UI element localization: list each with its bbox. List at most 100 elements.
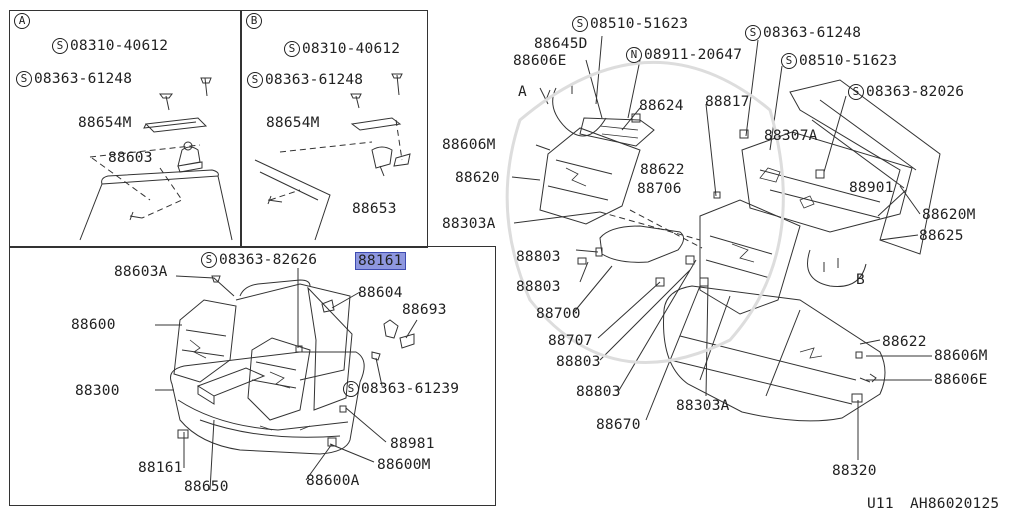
part-label-r-p4: 88624 bbox=[639, 98, 684, 114]
part-label-c-p2: 88603A bbox=[114, 264, 168, 280]
part-number: 88603 bbox=[108, 150, 153, 166]
part-number: 88650 bbox=[184, 479, 229, 495]
part-number: 08510-51623 bbox=[590, 16, 689, 32]
part-number: 88803 bbox=[556, 354, 601, 370]
part-label-r-p10: 88706 bbox=[637, 181, 682, 197]
part-number: 88161 bbox=[138, 460, 183, 476]
part-number: 88603A bbox=[114, 264, 168, 280]
part-label-r-p14: 88803 bbox=[516, 249, 561, 265]
part-number: 88817 bbox=[705, 94, 750, 110]
part-number: 88320 bbox=[832, 463, 877, 479]
part-number: 08310-40612 bbox=[70, 38, 169, 54]
part-label-c-p4: 88693 bbox=[402, 302, 447, 318]
part-label-r-p16: 88700 bbox=[536, 306, 581, 322]
part-label-r-p24: 88670 bbox=[596, 417, 641, 433]
part-number: 88606E bbox=[513, 53, 567, 69]
part-label-c-p8: 88161 bbox=[138, 460, 183, 476]
part-number: 88645D bbox=[534, 36, 588, 52]
part-number: 88803 bbox=[516, 249, 561, 265]
part-number: 08363-61248 bbox=[34, 71, 133, 87]
part-label-r-p6: 88606M bbox=[442, 137, 496, 153]
part-number: 88693 bbox=[402, 302, 447, 318]
part-label-c-p5: 88600 bbox=[71, 317, 116, 333]
part-number: 08363-61248 bbox=[265, 72, 364, 88]
part-label-c-p7: 88981 bbox=[390, 436, 435, 452]
s-symbol-icon: S bbox=[201, 252, 217, 268]
s-symbol-icon: S bbox=[572, 16, 588, 32]
callout-b-marker: B bbox=[856, 272, 865, 288]
part-label-r-p7: 88622 bbox=[640, 162, 685, 178]
part-number: 88600M bbox=[377, 457, 431, 473]
part-label-r-p18: 88622 bbox=[882, 334, 927, 350]
part-label-r-p23: 88303A bbox=[676, 398, 730, 414]
part-number: 08911-20647 bbox=[644, 47, 743, 63]
s-symbol-icon: S bbox=[284, 41, 300, 57]
part-number: 88700 bbox=[536, 306, 581, 322]
part-number: 88901 bbox=[849, 180, 894, 196]
part-number: 08510-51623 bbox=[799, 53, 898, 69]
s-symbol-icon: S bbox=[247, 72, 263, 88]
part-label-c-p11: 88600A bbox=[306, 473, 360, 489]
overview-drawing bbox=[155, 268, 418, 491]
part-number: 88600 bbox=[71, 317, 116, 333]
part-number: 88981 bbox=[390, 436, 435, 452]
part-label-r-p15: 88803 bbox=[516, 279, 561, 295]
inset-a-frame bbox=[9, 10, 242, 248]
footer-code: AH86020125 bbox=[910, 496, 1000, 510]
part-label-c-p3: 88604 bbox=[358, 285, 403, 301]
part-label-b-p1: 88654M bbox=[266, 115, 320, 131]
part-label-r-p19: 88803 bbox=[556, 354, 601, 370]
inset-a-drawing bbox=[79, 77, 233, 241]
part-number: 88654M bbox=[266, 115, 320, 131]
part-number: 88300 bbox=[75, 383, 120, 399]
part-number: 88600A bbox=[306, 473, 360, 489]
part-number: 88803 bbox=[576, 384, 621, 400]
part-label-a-p1: 88654M bbox=[78, 115, 132, 131]
part-number: 88606M bbox=[442, 137, 496, 153]
inset-b-drawing bbox=[254, 73, 411, 241]
part-number: 88707 bbox=[548, 333, 593, 349]
part-label-c-p6: 88300 bbox=[75, 383, 120, 399]
part-number: 88706 bbox=[637, 181, 682, 197]
part-number: 88620 bbox=[455, 170, 500, 186]
callout-a-marker: A bbox=[518, 84, 527, 100]
part-number: 88625 bbox=[919, 228, 964, 244]
s-symbol-icon: S bbox=[343, 381, 359, 397]
part-number: 88303A bbox=[442, 216, 496, 232]
s-symbol-icon: S bbox=[52, 38, 68, 54]
part-number: 88307A bbox=[764, 128, 818, 144]
footer-model: U11 bbox=[867, 496, 894, 510]
part-number: 08363-82026 bbox=[866, 84, 965, 100]
s-symbol-icon: S bbox=[745, 25, 761, 41]
part-number: 08363-82626 bbox=[219, 252, 318, 268]
part-label-r-p11: 88620M bbox=[922, 207, 976, 223]
part-number: 88653 bbox=[352, 201, 397, 217]
overview-frame bbox=[9, 246, 496, 506]
exploded-drawing bbox=[505, 35, 941, 460]
inset-b-tag: B bbox=[246, 13, 264, 29]
part-number: 08310-40612 bbox=[302, 41, 401, 57]
part-label-r-p1: 88645D bbox=[534, 36, 588, 52]
part-number: 88624 bbox=[639, 98, 684, 114]
part-number: 88670 bbox=[596, 417, 641, 433]
part-number: 88803 bbox=[516, 279, 561, 295]
part-number: 88161 bbox=[358, 253, 403, 269]
part-label-b-p2: 88653 bbox=[352, 201, 397, 217]
part-label-c-p10: 88650 bbox=[184, 479, 229, 495]
n-symbol-icon: N bbox=[626, 47, 642, 63]
part-label-r-p21: 88606E bbox=[934, 372, 988, 388]
part-label-r-p20: 88606M bbox=[934, 348, 988, 364]
